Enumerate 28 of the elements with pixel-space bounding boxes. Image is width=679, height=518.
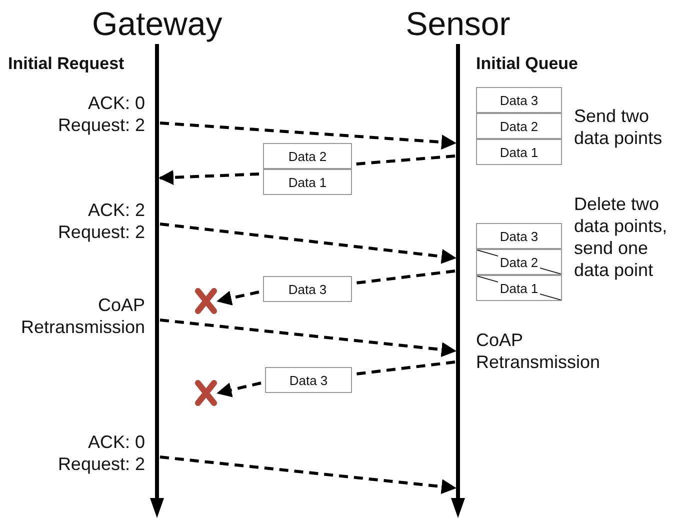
data-box: Data 1: [476, 139, 562, 165]
struck-data-box: Data 2: [476, 249, 562, 275]
message-arrow: [160, 456, 456, 494]
data-box: Data 2: [263, 143, 352, 169]
message-arrow: [158, 170, 260, 185]
annotation-text: Send two data points: [574, 105, 664, 149]
participant-heading: Sensor: [404, 4, 512, 44]
data-box: Data 2: [476, 113, 562, 139]
message-arrow: [160, 318, 456, 358]
column-heading: Initial Queue: [476, 53, 580, 75]
annotation-text: CoAP Retransmission: [20, 294, 145, 338]
message-arrow: [216, 290, 260, 306]
annotation-text: Delete two data points, send one data point: [574, 193, 668, 281]
data-box: Data 3: [263, 276, 352, 302]
message-arrow: [160, 222, 456, 264]
annotation-text: CoAP Retransmission: [476, 329, 602, 373]
data-box: Data 1: [263, 169, 352, 195]
message-arrow: [160, 122, 456, 150]
annotation-text: ACK: 0 Request: 2: [56, 92, 145, 136]
data-box: Data 3: [476, 223, 562, 249]
column-heading: Initial Request: [8, 53, 126, 75]
annotation-text: ACK: 0 Request: 2: [56, 431, 145, 475]
data-box: Data 3: [265, 367, 352, 393]
message-arrow: [216, 382, 262, 398]
participant-heading: Gateway: [92, 4, 222, 44]
annotation-text: ACK: 2 Request: 2: [56, 199, 145, 243]
data-box: Data 3: [476, 87, 562, 113]
struck-data-box: Data 1: [476, 275, 562, 301]
